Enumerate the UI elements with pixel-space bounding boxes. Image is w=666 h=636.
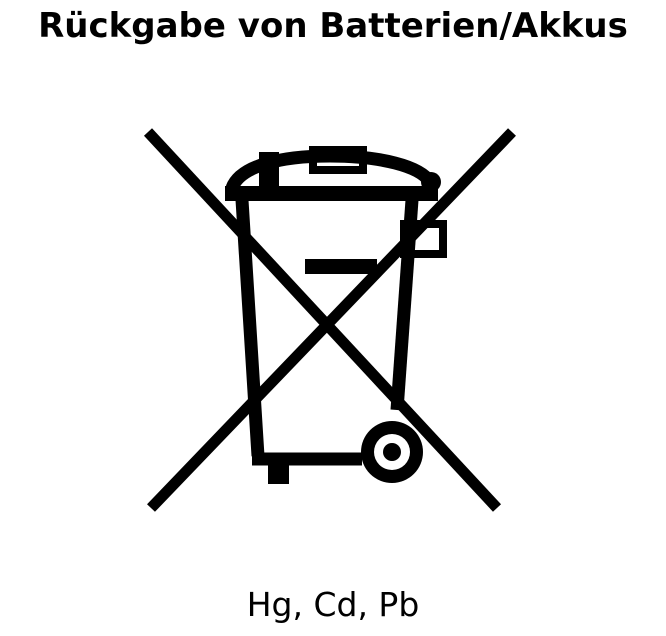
- heavy-metals-label: Hg, Cd, Pb: [246, 585, 420, 624]
- page-title: Rückgabe von Batterien/Akkus: [38, 6, 628, 46]
- bin-lid: [225, 146, 441, 201]
- bin-wheel: [361, 421, 423, 483]
- cross-out-lines: [143, 128, 516, 512]
